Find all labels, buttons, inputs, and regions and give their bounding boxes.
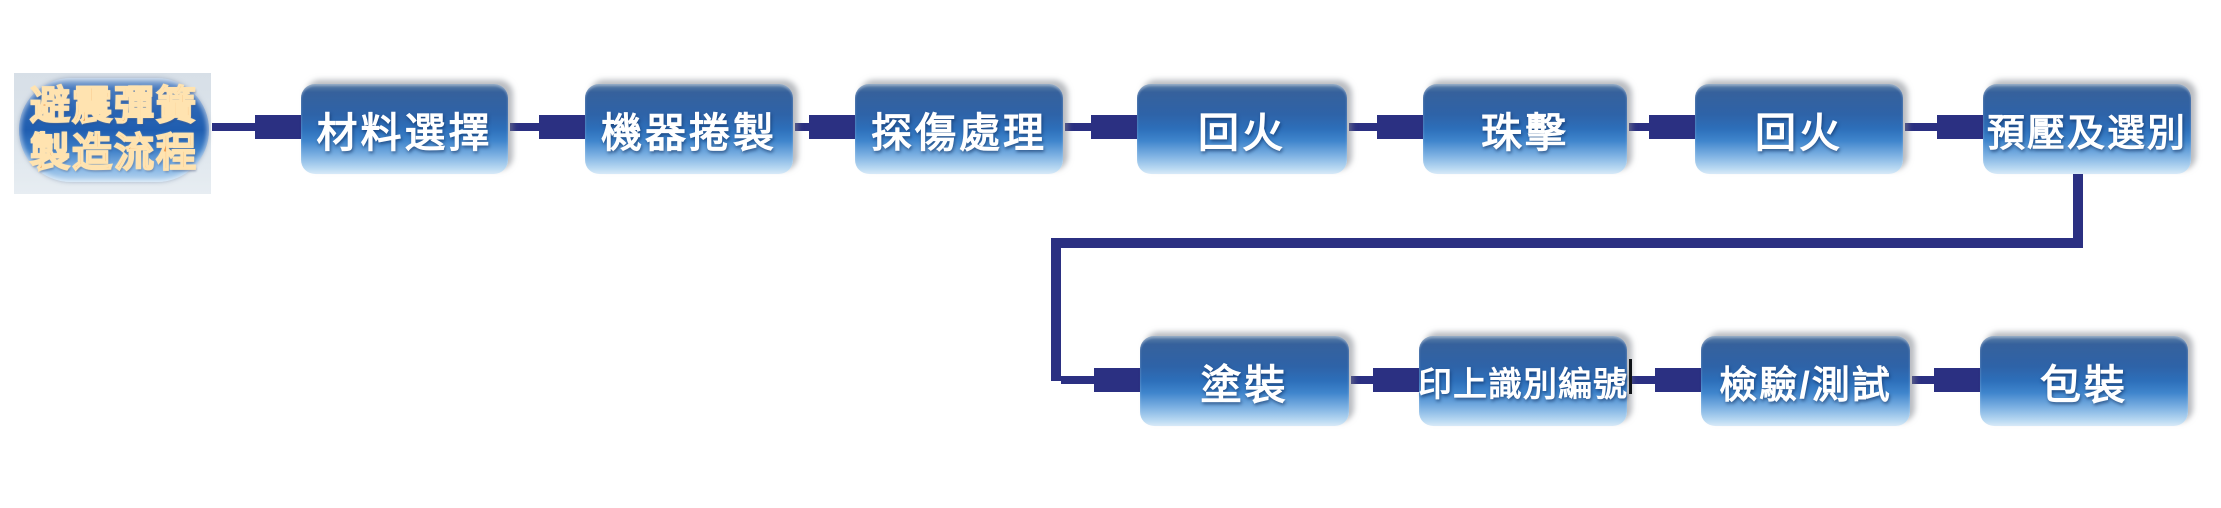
- elbow-line-horizontal: [1051, 238, 2083, 248]
- connector-block: [1373, 368, 1419, 392]
- node-painting: 塗裝: [1140, 336, 1349, 426]
- connector-line: [1632, 376, 1655, 384]
- flow-connector-7: [1905, 115, 1983, 139]
- connector-line: [1629, 123, 1649, 131]
- connector-line: [1065, 123, 1091, 131]
- start-node: 避震彈簧 製造流程: [19, 78, 209, 182]
- connector-block: [1091, 115, 1137, 139]
- connector-block: [1934, 368, 1980, 392]
- flow-connector-6: [1629, 115, 1695, 139]
- flow-connector-2: [510, 115, 585, 139]
- connector-block: [1377, 115, 1423, 139]
- node-inspection-testing: 檢驗/測試: [1701, 336, 1910, 426]
- connector-block: [809, 115, 855, 139]
- connector-line: [510, 123, 539, 131]
- connector-block: [539, 115, 585, 139]
- connector-line: [1349, 123, 1377, 131]
- elbow-line-down-left: [1051, 238, 1061, 381]
- node-material-selection: 材料選擇: [301, 84, 508, 174]
- flow-connector-11: [1912, 368, 1980, 392]
- flow-connector-10: [1632, 368, 1701, 392]
- node-id-number-printing: 印上識別編號: [1418, 336, 1627, 426]
- start-node-label-line2: 製造流程: [29, 130, 198, 176]
- flow-connector-9: [1351, 368, 1419, 392]
- connector-line: [1912, 376, 1934, 384]
- flow-connector-4: [1065, 115, 1137, 139]
- connector-block: [1655, 368, 1701, 392]
- connector-line: [1351, 376, 1373, 384]
- connector-line: [795, 123, 809, 131]
- node-machine-coiling: 機器捲製: [585, 84, 793, 174]
- flow-connector-1: [212, 115, 301, 139]
- node-tempering-1: 回火: [1137, 84, 1347, 174]
- text-cursor-artifact: [1629, 359, 1632, 394]
- connector-block: [1937, 115, 1983, 139]
- connector-line: [1061, 376, 1094, 384]
- connector-block: [1094, 368, 1140, 392]
- flow-connector-3: [795, 115, 855, 139]
- node-precompression-sorting: 預壓及選別: [1983, 84, 2191, 174]
- elbow-line-down-right: [2073, 174, 2083, 248]
- node-shot-peening: 珠擊: [1423, 84, 1627, 174]
- connector-line: [1905, 123, 1937, 131]
- flow-connector-5: [1349, 115, 1423, 139]
- node-flaw-detection: 探傷處理: [855, 84, 1063, 174]
- connector-line: [212, 123, 255, 131]
- start-node-label-line1: 避震彈簧: [29, 83, 198, 129]
- flow-connector-8: [1061, 368, 1140, 392]
- connector-block: [255, 115, 301, 139]
- connector-block: [1649, 115, 1695, 139]
- node-tempering-2: 回火: [1695, 84, 1903, 174]
- node-packaging: 包裝: [1980, 336, 2188, 426]
